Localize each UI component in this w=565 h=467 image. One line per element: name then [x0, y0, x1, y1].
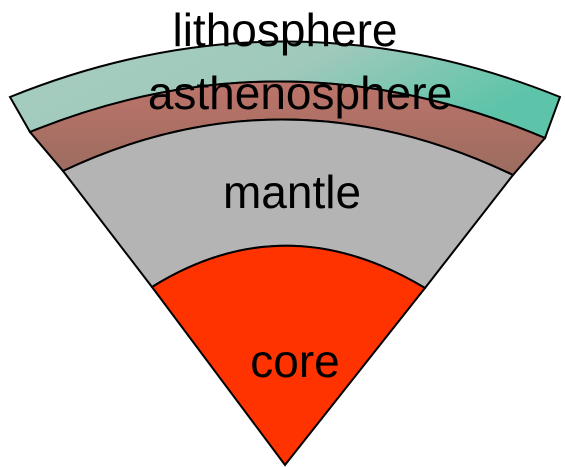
mantle-label: mantle	[223, 166, 361, 218]
core-label: core	[250, 335, 339, 387]
asthenosphere-label: asthenosphere	[148, 67, 452, 119]
lithosphere-label: lithosphere	[172, 4, 397, 56]
